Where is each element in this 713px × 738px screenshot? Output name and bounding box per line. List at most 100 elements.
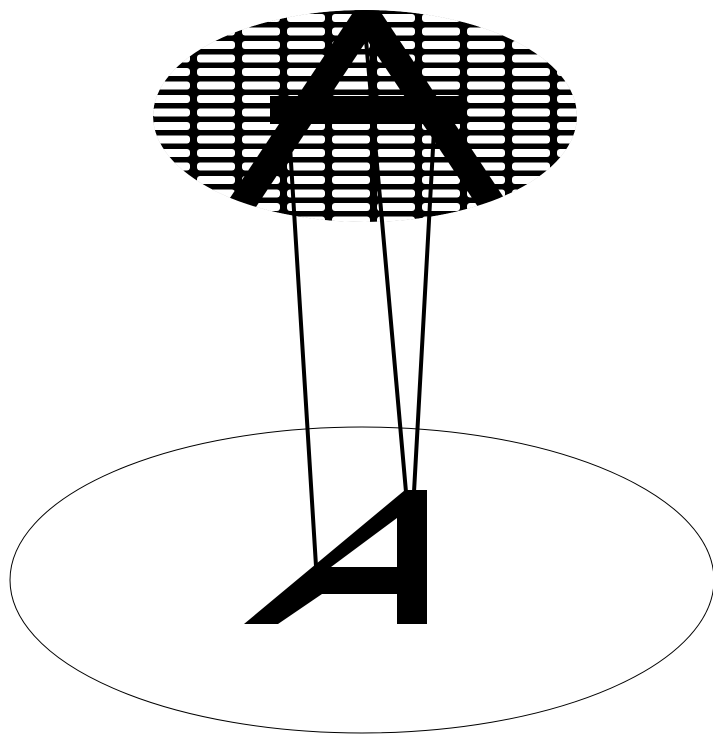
grid-cell [512,68,550,76]
grid-cell [467,68,505,76]
grid-cell [512,55,550,63]
grid-cell [467,203,505,211]
grid-cell [557,68,595,76]
grid-cell [512,149,550,157]
grid-cell [152,55,190,63]
grid-cell [197,55,235,63]
grid-cell [467,41,505,49]
grid-cell [377,190,415,198]
grid-cell [557,109,595,117]
grid-cell [512,136,550,144]
grid-cell [152,68,190,76]
grid-cell [197,82,235,90]
grid-cell [197,163,235,171]
grid-cell [422,14,460,22]
grid-cell [152,28,190,36]
grid-cell [242,55,280,63]
grid-cell [332,136,370,144]
grid-cell [152,14,190,22]
grid-cell [152,95,190,103]
grid-cell [557,55,595,63]
grid-cell [332,149,370,157]
grid-cell [242,68,280,76]
grid-cell [422,190,460,198]
grid-cell [197,176,235,184]
grid-cell [557,82,595,90]
grid-cell [197,109,235,117]
grid-cell [512,109,550,117]
grid-cell [512,217,550,225]
grid-cell [467,82,505,90]
grid-cell [557,163,595,171]
bottom-letter-a [244,490,427,624]
grid-cell [467,136,505,144]
grid-cell [512,176,550,184]
grid-cell [557,190,595,198]
grid-cell [377,176,415,184]
grid-cell [242,217,280,225]
grid-cell [287,14,325,22]
grid-cell [467,28,505,36]
grid-cell [467,217,505,225]
grid-cell [287,41,325,49]
grid-cell [512,190,550,198]
grid-cell [422,68,460,76]
grid-cell [512,95,550,103]
grid-cell [422,28,460,36]
grid-cell [512,41,550,49]
grid-cell [422,55,460,63]
grid-cell [512,14,550,22]
grid-cell [557,203,595,211]
grid-cell [467,122,505,130]
grid-cell [422,41,460,49]
grid-cell [332,190,370,198]
grid-cell [377,149,415,157]
grid-cell [242,14,280,22]
grid-cell [197,190,235,198]
grid-cell [197,122,235,130]
grid-cell [197,136,235,144]
grid-cell [152,109,190,117]
grid-cell [467,14,505,22]
grid-cell [512,122,550,130]
grid-cell [242,41,280,49]
grid-cell [377,136,415,144]
grid-cell [197,95,235,103]
grid-cell [557,95,595,103]
grid-cell [557,149,595,157]
grid-cell [152,136,190,144]
grid-cell [512,28,550,36]
grid-cell [197,217,235,225]
grid-cell [197,203,235,211]
grid-cell [332,176,370,184]
grid-cell [152,149,190,157]
grid-cell [557,122,595,130]
grid-cell [332,163,370,171]
grid-cell [287,55,325,63]
grid-cell [332,217,370,225]
grid-cell [332,203,370,211]
grid-cell [197,28,235,36]
grid-cell [152,217,190,225]
grid-cell [152,41,190,49]
grid-cell [557,14,595,22]
grid-cell [152,122,190,130]
grid-cell [242,28,280,36]
grid-cell [467,55,505,63]
grid-cell [377,163,415,171]
grid-cell [152,203,190,211]
grid-cell [467,95,505,103]
grid-cell [152,176,190,184]
grid-cell [287,28,325,36]
grid-cell [197,41,235,49]
grid-cell [152,190,190,198]
grid-cell [197,68,235,76]
grid-cell [557,176,595,184]
grid-cell [152,82,190,90]
grid-cell [557,41,595,49]
grid-cell [152,163,190,171]
grid-cell [512,203,550,211]
grid-cell [197,14,235,22]
grid-cell [422,176,460,184]
